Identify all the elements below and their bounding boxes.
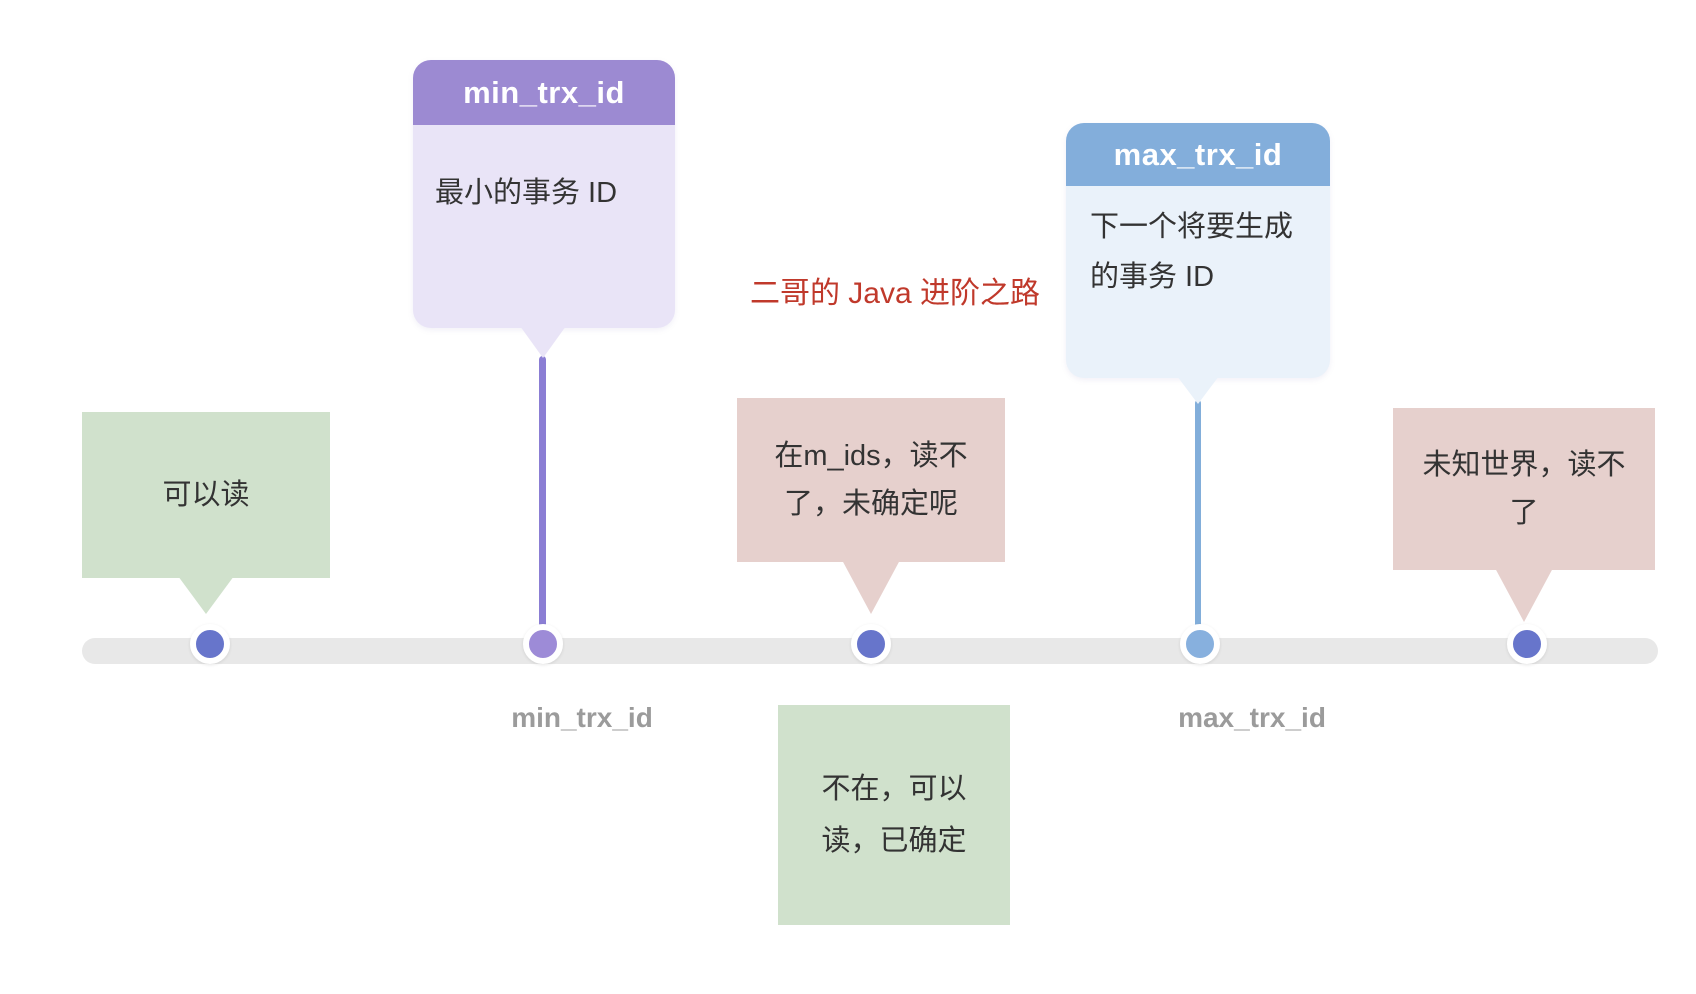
- max-trx-card: max_trx_id 下一个将要生成 的事务 ID: [1066, 123, 1330, 378]
- bubble-unknown-world-line1: 未知世界，读不: [1422, 449, 1626, 481]
- note-box-not-in-mids: 不在，可以 读，已确定: [778, 705, 1010, 925]
- timeline-dot-2-min-trx: [523, 624, 563, 664]
- bubble-unknown-world-line2: 了: [1509, 497, 1539, 529]
- max-trx-card-header: max_trx_id: [1066, 123, 1330, 186]
- max-trx-card-title: max_trx_id: [1113, 136, 1283, 172]
- min-trx-card-tail: [520, 326, 566, 358]
- timeline-dot-1: [190, 624, 230, 664]
- timeline-dot-5: [1507, 624, 1547, 664]
- bubble-in-mids: 在m_ids，读不 了，未确定呢: [737, 398, 1005, 562]
- bubble-in-mids-line1: 在m_ids，读不: [774, 440, 968, 472]
- min-trx-card-text: 最小的事务 ID: [435, 177, 618, 209]
- max-trx-card-tail: [1177, 376, 1219, 404]
- max-trx-card-text-line1: 下一个将要生成: [1090, 211, 1294, 243]
- bubble-in-mids-tail: [842, 560, 900, 614]
- min-trx-card-title: min_trx_id: [463, 74, 625, 110]
- timeline-label-max-trx-id: max_trx_id: [1178, 702, 1326, 733]
- timeline-label-min-trx-id: min_trx_id: [511, 702, 653, 733]
- max-trx-card-body: 下一个将要生成 的事务 ID: [1066, 186, 1330, 302]
- min-trx-connector-line: [539, 356, 546, 646]
- timeline-dot-4-max-trx: [1180, 624, 1220, 664]
- watermark-text: 二哥的 Java 进阶之路: [749, 277, 1041, 310]
- note-box-line1: 不在，可以: [821, 773, 967, 805]
- min-trx-card-body: 最小的事务 ID: [413, 125, 675, 211]
- bubble-in-mids-line2: 了，未确定呢: [783, 488, 958, 520]
- bubble-can-read-tail: [178, 576, 234, 614]
- note-box-line2: 读，已确定: [821, 825, 967, 857]
- bubble-can-read-text: 可以读: [162, 479, 250, 511]
- bubble-can-read: 可以读: [82, 412, 330, 578]
- bubble-unknown-world: 未知世界，读不 了: [1393, 408, 1655, 570]
- timeline-dot-3: [851, 624, 891, 664]
- bubble-unknown-world-tail: [1495, 568, 1553, 622]
- min-trx-card-header: min_trx_id: [413, 60, 675, 125]
- max-trx-card-text-line2: 的事务 ID: [1090, 261, 1215, 293]
- min-trx-card: min_trx_id 最小的事务 ID: [413, 60, 675, 328]
- max-trx-connector-line: [1195, 400, 1201, 646]
